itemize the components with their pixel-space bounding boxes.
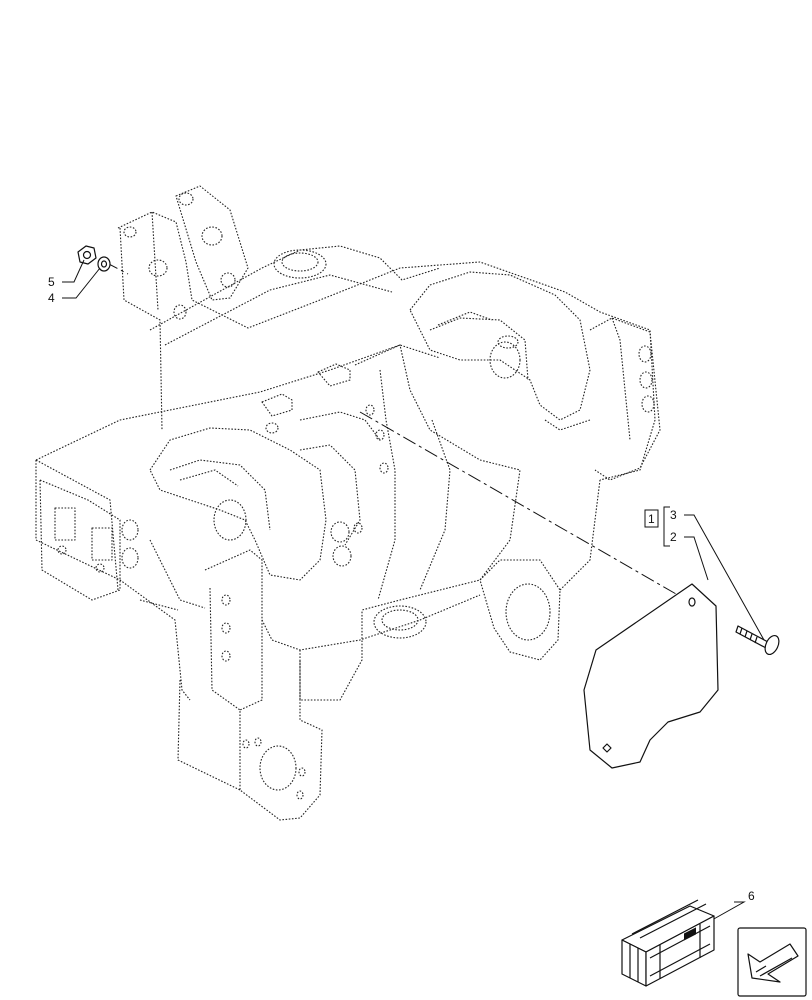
callout-5: 5 — [48, 275, 55, 289]
callout-leaders — [62, 259, 765, 921]
callout-2: 2 — [670, 530, 677, 544]
arrow-down-left-icon — [737, 927, 807, 997]
callout-6: 6 — [748, 889, 755, 903]
washer-part-4 — [97, 256, 111, 272]
bolt-part-3 — [735, 625, 780, 656]
callout-4: 4 — [48, 291, 55, 305]
kit-box-callout-frame — [644, 509, 659, 528]
nut-part-5 — [77, 245, 97, 265]
bolt-axis-centreline — [359, 411, 691, 603]
cover-plate-part-2 — [583, 583, 719, 769]
parts-kit-crate-icon — [621, 899, 715, 987]
callout-3: 3 — [670, 508, 677, 522]
callout-1: 1 — [648, 512, 655, 526]
front-support-frame — [35, 185, 661, 821]
